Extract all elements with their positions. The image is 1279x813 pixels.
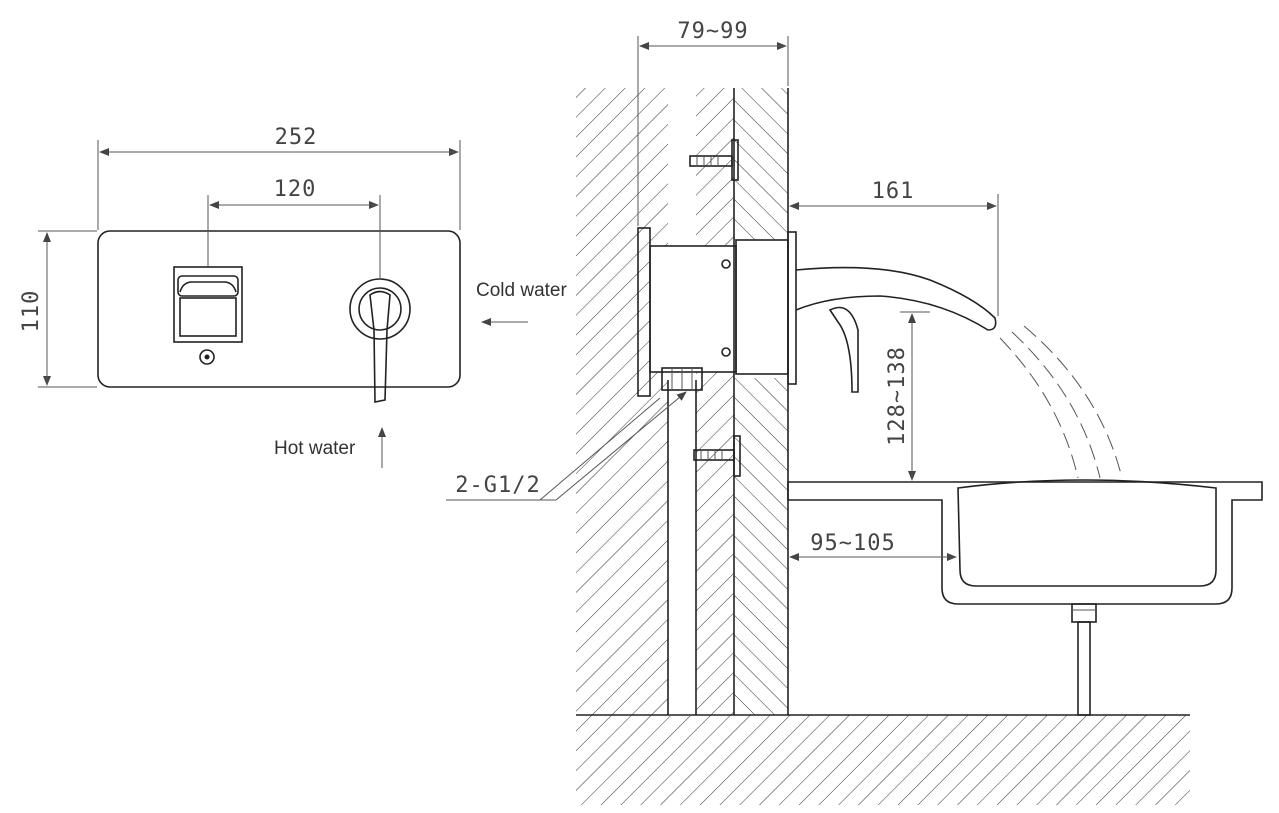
anchor-bolt-bottom-icon (693, 435, 741, 477)
thread-callout: 2-G1/2 (455, 473, 540, 498)
side-section: 79~99 161 128~138 95~105 2-G1/2 (446, 19, 1263, 805)
basin (787, 479, 1263, 716)
cover-plate (97, 230, 461, 388)
hot-water-label: Hot water (274, 438, 356, 459)
side-lever[interactable] (828, 306, 859, 393)
mixer-handle[interactable] (349, 278, 411, 403)
plate-height-dim: 110 (19, 290, 44, 333)
floor-section (576, 715, 1190, 805)
basin-offset-dim: 95~105 (810, 531, 895, 556)
anchor-bolt-top-icon (689, 139, 739, 181)
valve-body (637, 227, 797, 397)
wall-depth-dim: 79~99 (677, 19, 748, 44)
water-stream (999, 325, 1123, 479)
cold-water-label: Cold water (476, 280, 567, 301)
handle-spacing-dim: 120 (274, 177, 317, 202)
indicator-icon (199, 349, 215, 365)
spout-height-dim: 128~138 (885, 346, 910, 446)
spout-outlet (173, 266, 243, 343)
wall-section (576, 88, 668, 715)
front-view: 252 120 110 Cold water Hot water (19, 125, 567, 468)
spout-reach-dim: 161 (872, 179, 915, 204)
waterfall-spout (795, 266, 997, 393)
plate-width-dim: 252 (275, 125, 318, 150)
